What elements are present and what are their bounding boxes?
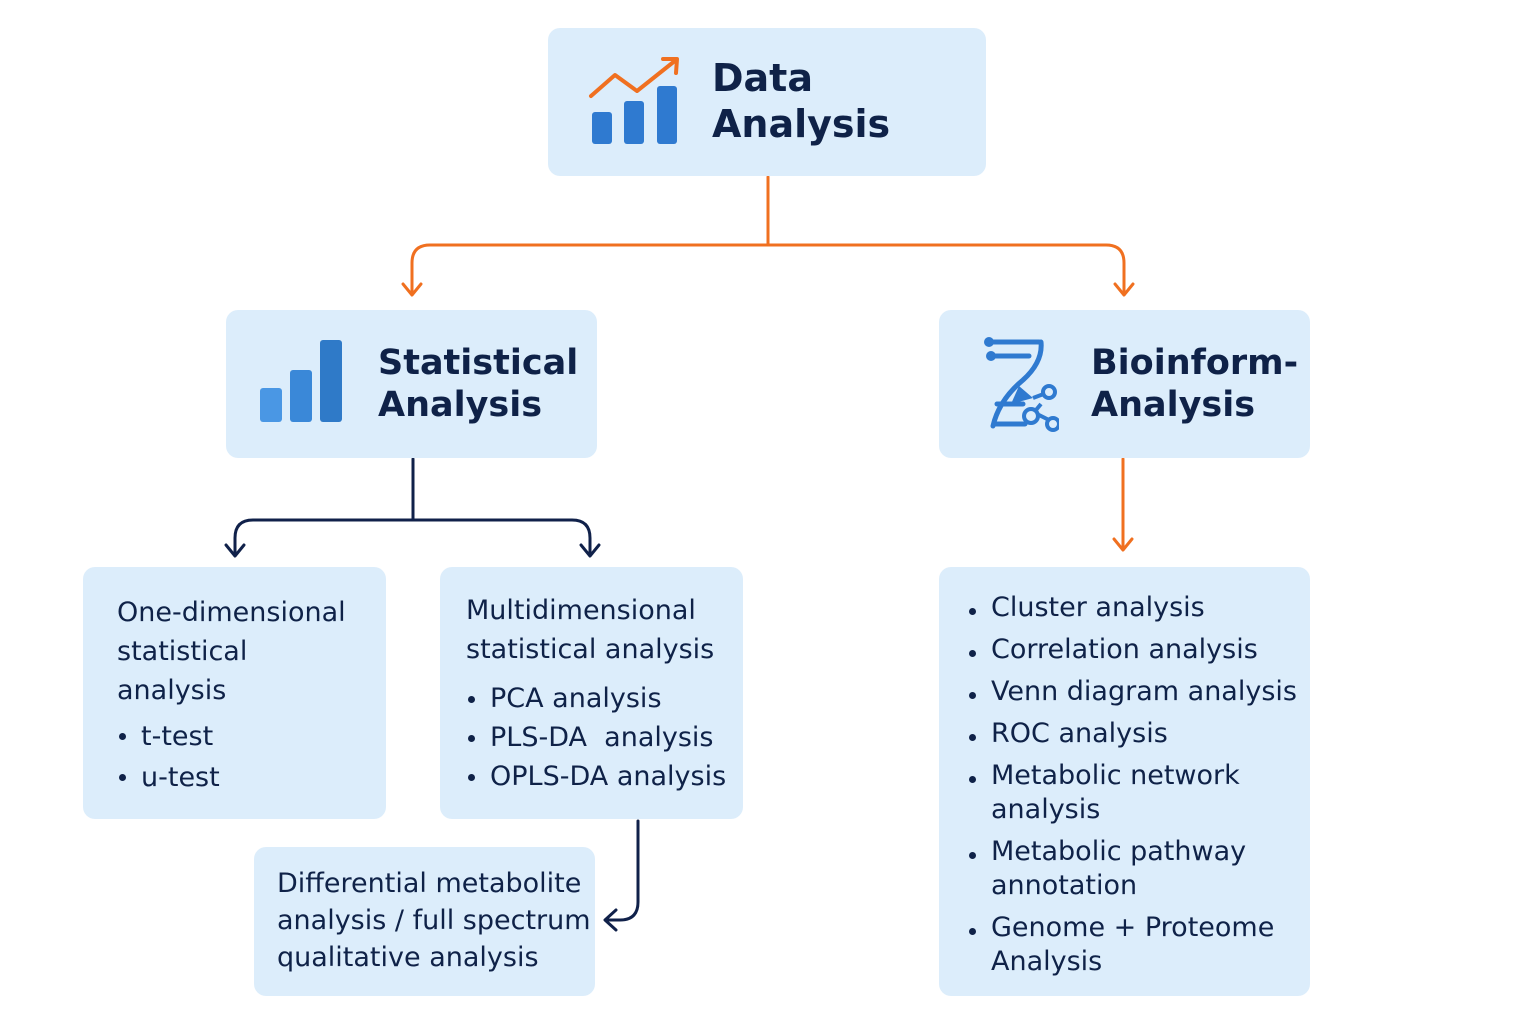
method-list: t-test u-test (117, 716, 386, 798)
arrowhead-statistical (401, 282, 423, 297)
title-line: Analysis (712, 102, 891, 146)
heading-line: analysis (117, 675, 227, 706)
item-line: Genome + Proteome (991, 912, 1275, 943)
method-list: PCA analysis PLS-DA analysis OPLS-DA ana… (466, 679, 743, 796)
title-line: Analysis (378, 385, 543, 425)
list-item: Venn diagram analysis (967, 675, 1310, 709)
node-statistical-analysis: Statistical Analysis (226, 310, 597, 458)
list-item: u-test (117, 757, 386, 798)
title-line: Analysis (1091, 385, 1256, 425)
item-line: Venn diagram analysis (991, 676, 1297, 707)
text-line: Differential metabolite (277, 868, 582, 899)
list-item: t-test (117, 716, 386, 757)
title-line: Statistical (378, 343, 579, 383)
list-item: Cluster analysis (967, 591, 1310, 625)
heading-line: Multidimensional (466, 595, 696, 626)
heading-line: One-dimensional (117, 597, 346, 628)
node-multidimensional-analysis: Multidimensional statistical analysis PC… (440, 567, 743, 819)
item-line: Cluster analysis (991, 592, 1205, 623)
node-heading: One-dimensional statistical analysis (117, 593, 386, 710)
connector-root-to-statistical (410, 243, 770, 296)
list-item: OPLS-DA analysis (466, 757, 743, 796)
arrowhead-diff (603, 908, 618, 932)
item-line: Metabolic pathway (991, 836, 1247, 867)
item-line: Correlation analysis (991, 634, 1258, 665)
arrowhead-bio-list (1112, 537, 1134, 552)
item-line: ROC analysis (991, 718, 1168, 749)
arrowhead-bioinformatics (1113, 282, 1135, 297)
node-bioinformatics-analysis: Bioinform- Analysis (939, 310, 1310, 458)
node-title: Bioinform- Analysis (1091, 342, 1298, 426)
item-line: annotation (991, 870, 1138, 901)
title-line: Data (712, 56, 813, 101)
connector-stat-to-multi (411, 518, 592, 557)
node-one-dimensional-analysis: One-dimensional statistical analysis t-t… (83, 567, 386, 819)
text-line: qualitative analysis (277, 942, 539, 973)
node-bioinformatics-methods: Cluster analysis Correlation analysis Ve… (939, 567, 1310, 996)
arrowhead-one (224, 543, 246, 558)
item-line: Metabolic network (991, 760, 1240, 791)
dna-network-icon (984, 337, 1059, 432)
node-heading: Multidimensional statistical analysis (466, 591, 743, 669)
method-list: Cluster analysis Correlation analysis Ve… (967, 591, 1310, 979)
list-item: ROC analysis (967, 717, 1310, 751)
item-line: Analysis (991, 946, 1103, 977)
item-line: analysis (991, 794, 1101, 825)
node-data-analysis: Data Analysis (548, 28, 986, 176)
arrowhead-multi (579, 543, 601, 558)
connector-root-to-bioinformatics (766, 243, 1126, 296)
heading-line: statistical analysis (466, 634, 715, 665)
node-title: Data Analysis (712, 56, 890, 147)
node-differential-metabolite-analysis: Differential metabolite analysis / full … (254, 847, 595, 996)
node-title: Statistical Analysis (378, 342, 578, 426)
list-item: PCA analysis (466, 679, 743, 718)
list-item: Correlation analysis (967, 633, 1310, 667)
connector-stat-to-one (233, 518, 415, 557)
list-item: PLS-DA analysis (466, 718, 743, 757)
bar-chart-trend-up-icon (589, 57, 679, 144)
connector-multi-to-diff (604, 819, 640, 922)
title-line: Bioinform- (1091, 343, 1299, 383)
bar-chart-icon (260, 340, 342, 422)
text-line: analysis / full spectrum (277, 905, 591, 936)
heading-line: statistical (117, 636, 248, 667)
